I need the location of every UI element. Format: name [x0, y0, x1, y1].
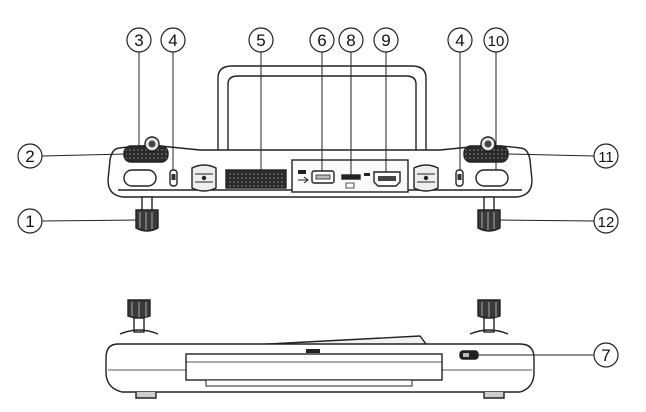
right-control-stick[interactable] [477, 196, 501, 232]
front-left-stick [119, 299, 159, 335]
svg-text:11: 11 [598, 149, 614, 166]
svg-text:5: 5 [256, 31, 265, 50]
svg-text:8: 8 [346, 31, 355, 50]
body-top-edge [107, 147, 533, 198]
svg-text:12: 12 [598, 214, 615, 231]
callout-2: 2 [17, 143, 43, 169]
top-view [107, 65, 533, 232]
left-custom-button[interactable] [123, 169, 157, 187]
air-vent [225, 169, 287, 189]
callout-1: 1 [17, 208, 43, 234]
svg-text:6: 6 [317, 31, 326, 50]
right-custom-button[interactable] [475, 169, 509, 187]
front-right-stick [469, 299, 509, 335]
svg-text:2: 2 [25, 147, 34, 166]
callout-6: 6 [309, 27, 335, 53]
callout-4-right: 4 [447, 27, 473, 53]
front-view [105, 299, 535, 399]
callout-7: 7 [593, 342, 619, 368]
svg-text:4: 4 [168, 31, 177, 50]
svg-text:10: 10 [488, 33, 505, 50]
callout-10: 10 [483, 27, 509, 53]
callout-9: 9 [373, 27, 399, 53]
callout-5: 5 [248, 27, 274, 53]
svg-text:9: 9 [381, 31, 390, 50]
leader-lines [41, 52, 595, 356]
callout-4-left: 4 [160, 27, 186, 53]
microsd-slot[interactable] [341, 174, 361, 180]
svg-text:4: 4 [455, 31, 464, 50]
callout-8: 8 [338, 27, 364, 53]
svg-text:1: 1 [25, 212, 34, 231]
svg-text:3: 3 [134, 31, 143, 50]
left-control-stick[interactable] [135, 196, 159, 232]
svg-text:7: 7 [601, 346, 610, 365]
callout-11: 11 [593, 143, 619, 169]
callouts: 3 4 5 6 8 9 4 10 [17, 27, 619, 368]
callout-3: 3 [126, 27, 152, 53]
callout-12: 12 [593, 208, 619, 234]
screen-tray [185, 353, 443, 381]
